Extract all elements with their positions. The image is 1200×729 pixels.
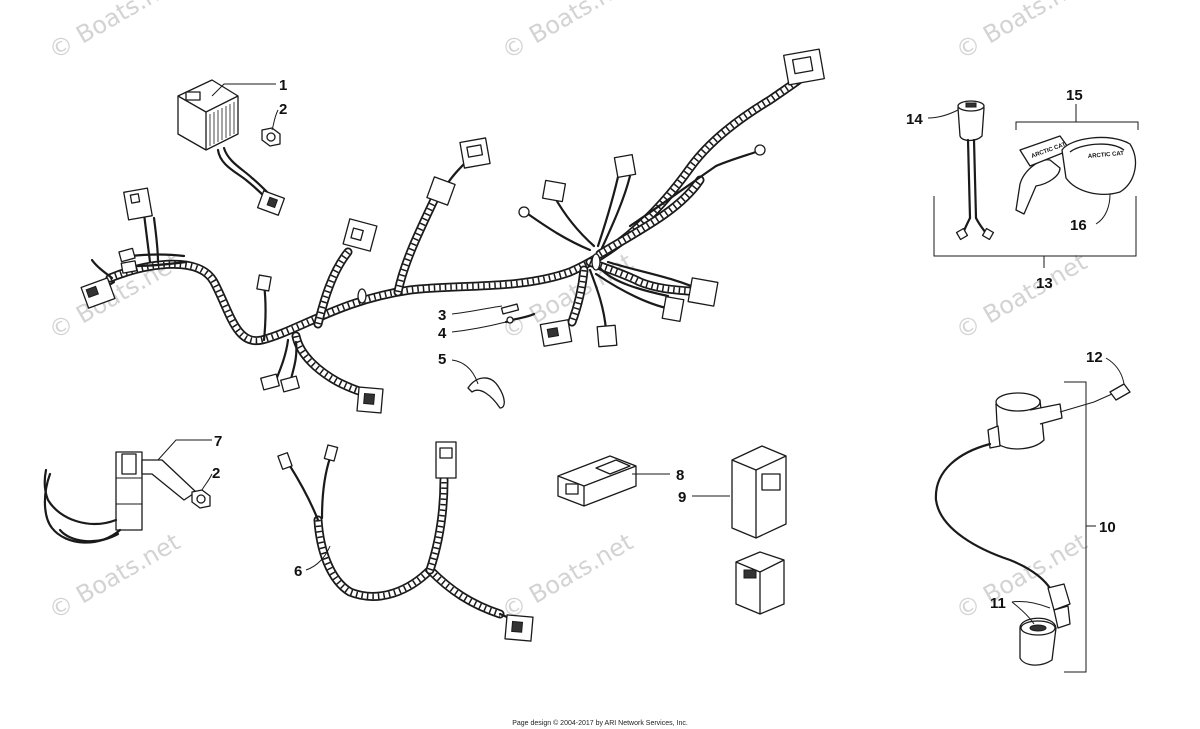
callout-2: 2 [279,101,287,118]
callout-11: 11 [990,595,1006,612]
nut-part[interactable] [261,127,281,147]
callout-2-lower: 2 [212,465,220,482]
harness-connectors [80,48,825,414]
callout-3: 3 [438,307,446,324]
callout-12: 12 [1086,349,1103,366]
screw-part[interactable] [1059,383,1131,413]
callout-6: 6 [294,563,302,580]
leader-lines [157,83,1125,625]
page-footer: Page design © 2004-2017 by ARI Network S… [512,719,688,727]
group-brackets [933,104,1139,673]
sub-harness-part[interactable] [277,441,534,642]
watermark: © Boats.net [497,0,638,65]
ignition-switch-part[interactable] [955,100,995,241]
spark-plug-cap-part[interactable] [1019,617,1057,666]
callout-5: 5 [438,351,446,368]
key-fob-text: ARCTIC CAT [1088,151,1125,160]
relay-part[interactable] [731,445,787,615]
regulator-part[interactable] [177,79,286,216]
watermark: © Boats.net [951,0,1092,65]
clip-part[interactable] [504,312,536,324]
callout-15: 15 [1066,87,1083,104]
callout-13: 13 [1036,275,1053,292]
cable-tie-part[interactable] [467,377,505,409]
watermark: © Boats.net [44,528,185,625]
watermark: © Boats.net [44,0,185,65]
callout-labels: 1 2 3 4 5 6 7 2 8 9 10 11 12 13 14 15 16 [212,77,1116,612]
watermark: © Boats.net [951,248,1092,345]
key-part[interactable]: ARCTIC CAT [1015,135,1071,215]
fuse-part[interactable] [500,303,520,315]
callout-4: 4 [438,325,447,342]
callout-1: 1 [279,77,287,94]
callout-10: 10 [1099,519,1116,536]
ignition-coil-part[interactable] [934,392,1071,629]
key-fob-part[interactable]: ARCTIC CAT [1061,136,1137,195]
sensor-part[interactable] [43,451,197,544]
callout-9: 9 [678,489,686,506]
connector-plug-part[interactable] [557,455,637,507]
callout-16: 16 [1070,217,1087,234]
callout-7: 7 [214,433,222,450]
callout-8: 8 [676,467,684,484]
watermark: © Boats.net [497,528,638,625]
callout-14: 14 [906,111,923,128]
nut-part[interactable] [191,489,211,509]
